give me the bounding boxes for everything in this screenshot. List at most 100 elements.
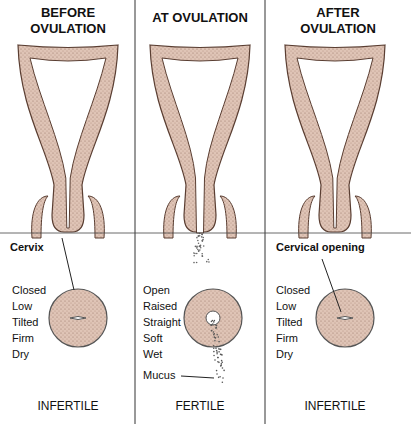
mucus-dot	[220, 365, 222, 367]
mucus-dot	[201, 236, 203, 238]
mucus-dot	[219, 376, 221, 378]
mucus-dot	[211, 321, 213, 323]
cervix-property: Closed	[276, 284, 310, 297]
mucus-dot	[194, 253, 196, 255]
mucus-dot	[201, 255, 203, 257]
mucus-dot	[218, 341, 220, 343]
mucus-dot	[199, 245, 201, 247]
mucus-dot	[199, 245, 201, 247]
mucus-dot	[221, 363, 223, 365]
fertility-status: INFERTILE	[280, 399, 390, 413]
panel-heading: AFTER OVULATION	[283, 5, 393, 36]
mucus-dot	[211, 330, 213, 332]
mucus-dot	[198, 250, 200, 252]
mucus-dot	[193, 255, 195, 257]
mucus-dot	[198, 242, 200, 244]
vaginal-wall	[220, 196, 236, 238]
cervix-property: Firm	[276, 332, 298, 345]
mucus-dot	[213, 351, 215, 353]
mucus-dot	[196, 245, 198, 247]
part-label: Cervical opening	[276, 241, 365, 254]
cervix-property: Dry	[12, 348, 29, 361]
cervix-disc	[184, 289, 242, 347]
cervix-property: Tilted	[276, 316, 303, 329]
mucus-dot	[217, 361, 219, 363]
mucus-dot	[215, 324, 217, 326]
cervix-property: Raised	[143, 300, 177, 313]
mucus-dot	[211, 330, 213, 332]
mucus-dot	[196, 237, 198, 239]
cervix-property: Open	[143, 284, 170, 297]
mucus-dot	[218, 377, 220, 379]
leader-line	[322, 259, 341, 312]
fertility-status: FERTILE	[145, 399, 255, 413]
mucus-dot	[211, 325, 213, 327]
leader-line	[181, 376, 214, 378]
mucus-dot	[216, 373, 218, 375]
mucus-dot	[202, 237, 204, 239]
cervix-property: Wet	[143, 348, 162, 361]
mucus-dot	[210, 324, 212, 326]
mucus-dot	[222, 367, 224, 369]
mucus-dot	[218, 336, 220, 338]
mucus-dot	[201, 240, 203, 242]
mucus-dot	[215, 337, 217, 339]
mucus-dot	[216, 327, 218, 329]
leader-line	[62, 238, 74, 290]
baseline	[0, 233, 411, 234]
mucus-dot	[208, 261, 210, 263]
cervix-property: Tilted	[12, 316, 39, 329]
mucus-dot	[199, 249, 201, 251]
mucus-dot	[213, 334, 215, 336]
mucus-dot	[218, 351, 220, 353]
mucus-dot	[202, 255, 204, 257]
mucus-dot	[216, 350, 218, 352]
cervix-end-view	[184, 289, 242, 383]
part-label: Mucus	[143, 369, 175, 382]
cervix-end-view	[316, 289, 374, 347]
cervix-property: Straight	[143, 316, 181, 329]
mucus-dot	[220, 354, 222, 356]
fertility-status: INFERTILE	[13, 399, 123, 413]
panel-divider	[265, 0, 266, 424]
mucus-dot	[215, 347, 217, 349]
mucus-dot	[196, 246, 198, 248]
mucus-dot	[213, 347, 215, 349]
mucus-dot	[203, 245, 205, 247]
mucus-dot	[214, 336, 216, 338]
cervix-property: Low	[12, 300, 32, 313]
cervical-os	[206, 311, 220, 325]
mucus-dot	[196, 247, 198, 249]
mucus-dot	[223, 370, 225, 372]
mucus-dot	[221, 360, 223, 362]
cervix-property: Low	[276, 300, 296, 313]
vaginal-wall	[32, 196, 48, 238]
mucus-dot	[197, 240, 199, 242]
mucus-dot	[201, 234, 203, 236]
mucus-dot	[216, 370, 218, 372]
uterus-wall	[150, 45, 250, 232]
mucus-dot	[220, 354, 222, 356]
vaginal-wall	[164, 196, 180, 238]
mucus-dot	[218, 348, 220, 350]
mucus-dot	[212, 323, 214, 325]
mucus-dot	[213, 333, 215, 335]
mucus-dot	[220, 349, 222, 351]
mucus-dot	[195, 246, 197, 248]
mucus-dot	[217, 357, 219, 359]
mucus-dot	[221, 354, 223, 356]
cervix-property: Firm	[12, 332, 34, 345]
cervix-property: Soft	[143, 332, 163, 345]
mucus-dot	[216, 325, 218, 327]
mucus-dot	[201, 253, 203, 255]
mucus-dot	[197, 249, 199, 251]
vaginal-wall	[355, 196, 371, 238]
mucus-dot	[213, 345, 215, 347]
mucus-dot	[196, 253, 198, 255]
mucus-dot	[222, 381, 224, 383]
panel-divider	[135, 0, 136, 424]
vaginal-wall	[299, 196, 315, 238]
vaginal-wall	[88, 196, 104, 238]
cervix-disc	[49, 289, 107, 347]
